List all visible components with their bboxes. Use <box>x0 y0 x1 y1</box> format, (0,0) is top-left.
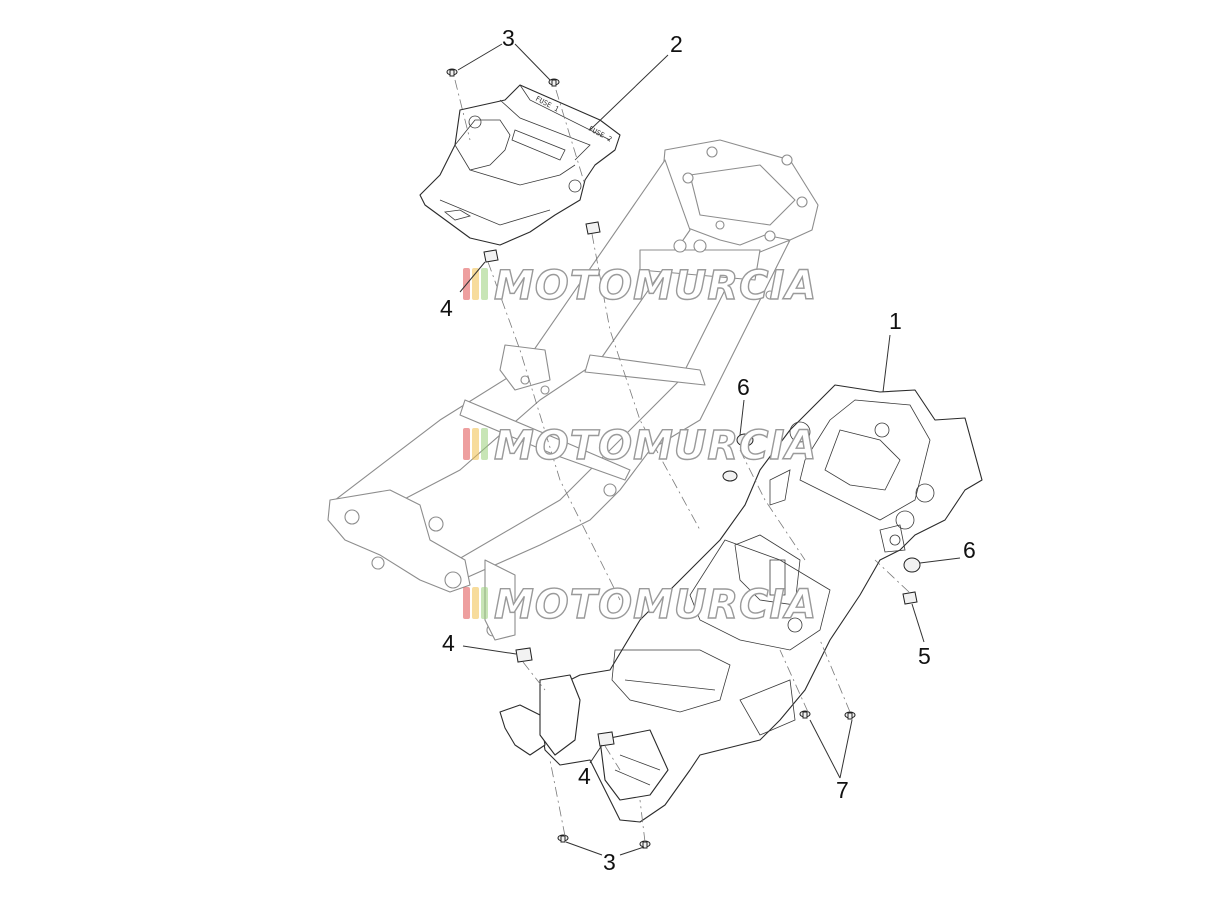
clip-nut-top-left <box>483 249 499 263</box>
hardware <box>446 68 921 849</box>
callout-3-bottom: 3 <box>603 849 616 875</box>
watermark-text-middle: MOTOMURCIA <box>494 423 817 469</box>
clip-5 <box>902 591 918 605</box>
grommet-right <box>903 557 921 573</box>
callout-3-top: 3 <box>502 25 515 51</box>
fuse-box-cover: FUSE 1 FUSE 2 <box>419 84 621 246</box>
screw-7-right <box>844 711 856 720</box>
screw-top-left <box>446 68 458 77</box>
callout-5: 5 <box>918 643 931 669</box>
assembly-lines <box>454 79 910 843</box>
watermark-middle: MOTOMURCIA <box>463 422 817 470</box>
clip-nut-top-right <box>585 221 601 235</box>
screw-bottom-left <box>557 834 569 843</box>
screw-7-left <box>799 710 811 719</box>
leader-lines <box>457 43 961 856</box>
screw-top-right <box>548 78 560 87</box>
watermark-text-bottom: MOTOMURCIA <box>494 582 817 628</box>
callout-7: 7 <box>836 777 849 803</box>
clip-nut-lower-left <box>515 647 533 663</box>
callout-1: 1 <box>889 308 902 334</box>
watermark-bottom: MOTOMURCIA <box>463 581 817 629</box>
callout-2: 2 <box>670 31 683 57</box>
watermark-text-top: MOTOMURCIA <box>494 263 817 309</box>
rear-subframe <box>327 139 819 641</box>
callouts: 3 2 4 1 6 6 5 4 4 7 3 <box>440 25 976 875</box>
screw-bottom-right <box>639 840 651 849</box>
callout-6-upper: 6 <box>737 374 750 400</box>
callout-6-right: 6 <box>963 537 976 563</box>
callout-4-middle: 4 <box>578 763 591 789</box>
callout-4-left: 4 <box>442 630 455 656</box>
grommet-upper <box>722 433 754 482</box>
rear-under-seat-tray <box>499 384 983 823</box>
callout-4-top: 4 <box>440 295 453 321</box>
watermark-top: MOTOMURCIA <box>463 262 817 310</box>
clip-nut-lower-middle <box>597 731 615 747</box>
